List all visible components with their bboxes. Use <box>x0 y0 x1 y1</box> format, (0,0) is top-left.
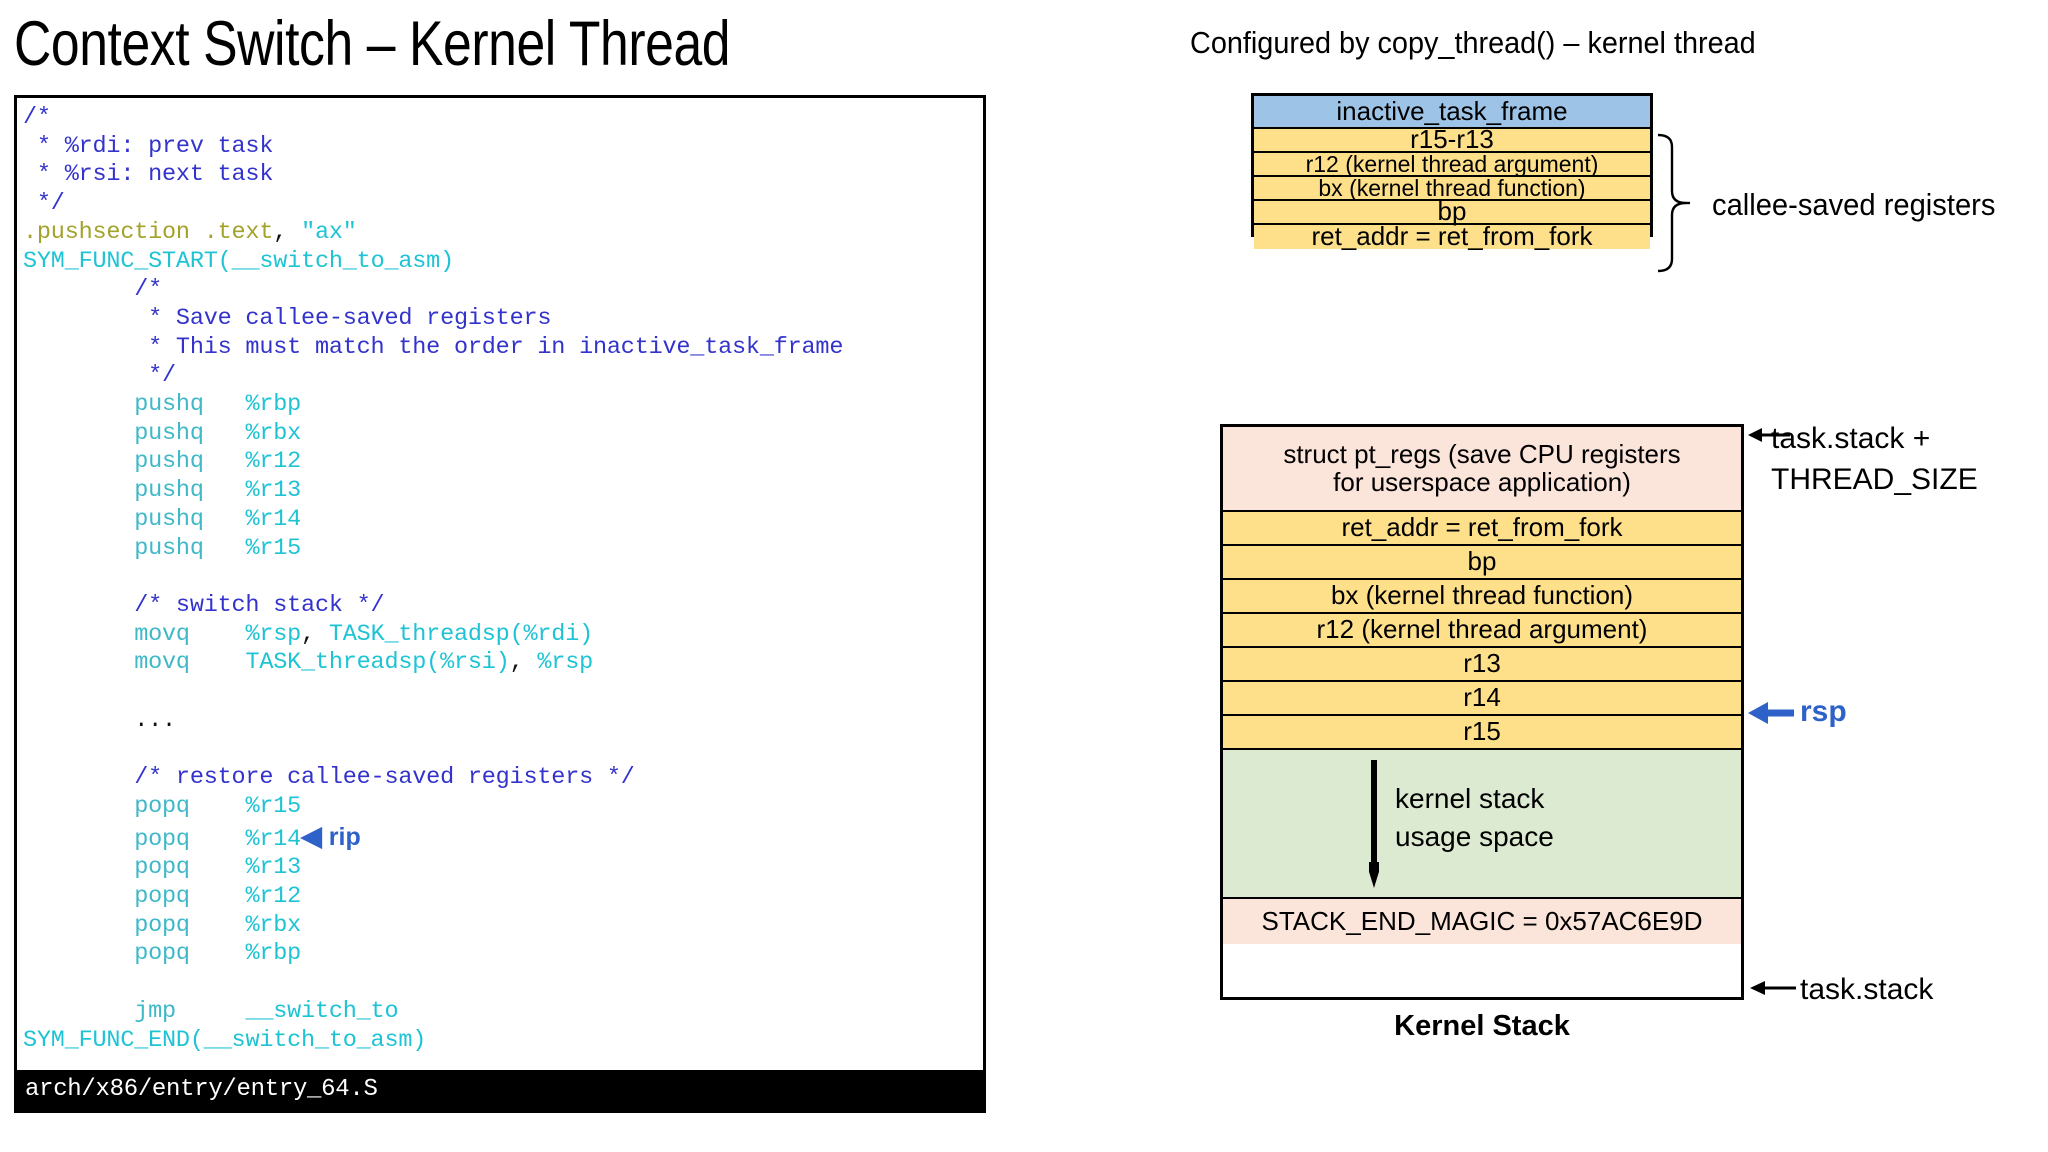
kernel-stack-usage-label: kernel stack usage space <box>1395 780 1554 856</box>
down-arrow-icon <box>1369 760 1379 888</box>
table-row: inactive_task_frame <box>1254 96 1650 129</box>
inactive-task-frame-caption: Configured by copy_thread() – kernel thr… <box>1190 25 1756 60</box>
pt-regs-line-2: for userspace application) <box>1333 466 1631 497</box>
task-stack-label: task.stack <box>1800 973 1934 1006</box>
file-path-label: arch/x86/entry/entry_64.S <box>17 1070 983 1110</box>
table-row-rsp: r14 <box>1223 682 1741 716</box>
table-row: bp <box>1254 196 1650 227</box>
rip-arrow-icon: ◀ <box>301 820 322 851</box>
rsp-arrow-icon <box>1748 702 1794 724</box>
table-row: bp <box>1223 546 1741 580</box>
row-label: bx (kernel thread function) <box>1330 580 1634 611</box>
left-arrow-icon-bottom <box>1750 981 1796 995</box>
rsp-pointer-label: rsp <box>1800 695 1847 728</box>
row-label: r15 <box>1463 716 1501 747</box>
usage-line-1: kernel stack <box>1395 783 1545 814</box>
table-row: ret_addr = ret_from_fork <box>1254 221 1650 252</box>
pt-regs-line-1: struct pt_regs (save CPU registers <box>1283 439 1681 470</box>
code-panel: /* * %rdi: prev task * %rsi: next task *… <box>14 95 986 1113</box>
task-stack-plus-thread-size-label: task.stack + THREAD_SIZE <box>1771 418 1978 500</box>
kernel-stack-table: struct pt_regs (save CPU registers for u… <box>1220 424 1744 1000</box>
row-label: bp <box>1437 196 1467 227</box>
annotation-line-2: THREAD_SIZE <box>1771 463 1978 496</box>
kernel-stack-caption: Kernel Stack <box>1394 1010 1570 1042</box>
page-title: Context Switch – Kernel Thread <box>14 9 731 79</box>
rip-label: rip <box>328 822 361 851</box>
table-row: ret_addr = ret_from_fork <box>1223 512 1741 546</box>
row-label: r14 <box>1463 682 1501 713</box>
table-row-pt-regs: struct pt_regs (save CPU registers for u… <box>1223 427 1741 512</box>
row-label: bx (kernel thread function) <box>1318 174 1586 201</box>
kernel-stack-usage-space: kernel stack usage space <box>1223 750 1741 899</box>
table-row: r15-r13 <box>1254 124 1650 155</box>
table-row: r12 (kernel thread argument) <box>1254 150 1650 177</box>
row-label: r15-r13 <box>1410 124 1494 155</box>
row-label: r13 <box>1463 648 1501 679</box>
table-row: bx (kernel thread function) <box>1223 580 1741 614</box>
table-row: r12 (kernel thread argument) <box>1223 614 1741 648</box>
row-label: r12 (kernel thread argument) <box>1316 614 1648 645</box>
callee-saved-registers-label: callee-saved registers <box>1712 187 1996 222</box>
row-label: bp <box>1467 546 1497 577</box>
annotation-line-1: task.stack + <box>1771 422 1931 455</box>
usage-line-2: usage space <box>1395 821 1554 852</box>
code-listing: /* * %rdi: prev task * %rsi: next task *… <box>17 98 983 1070</box>
row-label: r12 (kernel thread argument) <box>1305 150 1599 177</box>
code-text: /* * %rdi: prev task * %rsi: next task *… <box>23 104 844 1054</box>
rip-pointer-marker: ◀ rip <box>301 820 361 851</box>
row-label: ret_addr = ret_from_fork <box>1341 512 1623 543</box>
row-label: inactive_task_frame <box>1336 95 1568 126</box>
inactive-task-frame-table: inactive_task_frame r15-r13 r12 (kernel … <box>1251 93 1653 250</box>
table-row: r13 <box>1223 648 1741 682</box>
row-label: ret_addr = ret_from_fork <box>1311 221 1593 252</box>
table-row: bx (kernel thread function) <box>1254 174 1650 201</box>
table-row-stack-end-magic: STACK_END_MAGIC = 0x57AC6E9D <box>1223 899 1741 944</box>
row-label: STACK_END_MAGIC = 0x57AC6E9D <box>1261 905 1703 936</box>
left-arrow-icon-top <box>1748 428 1790 442</box>
callee-saved-brace-icon <box>1657 133 1690 273</box>
table-row: r15 <box>1223 716 1741 750</box>
